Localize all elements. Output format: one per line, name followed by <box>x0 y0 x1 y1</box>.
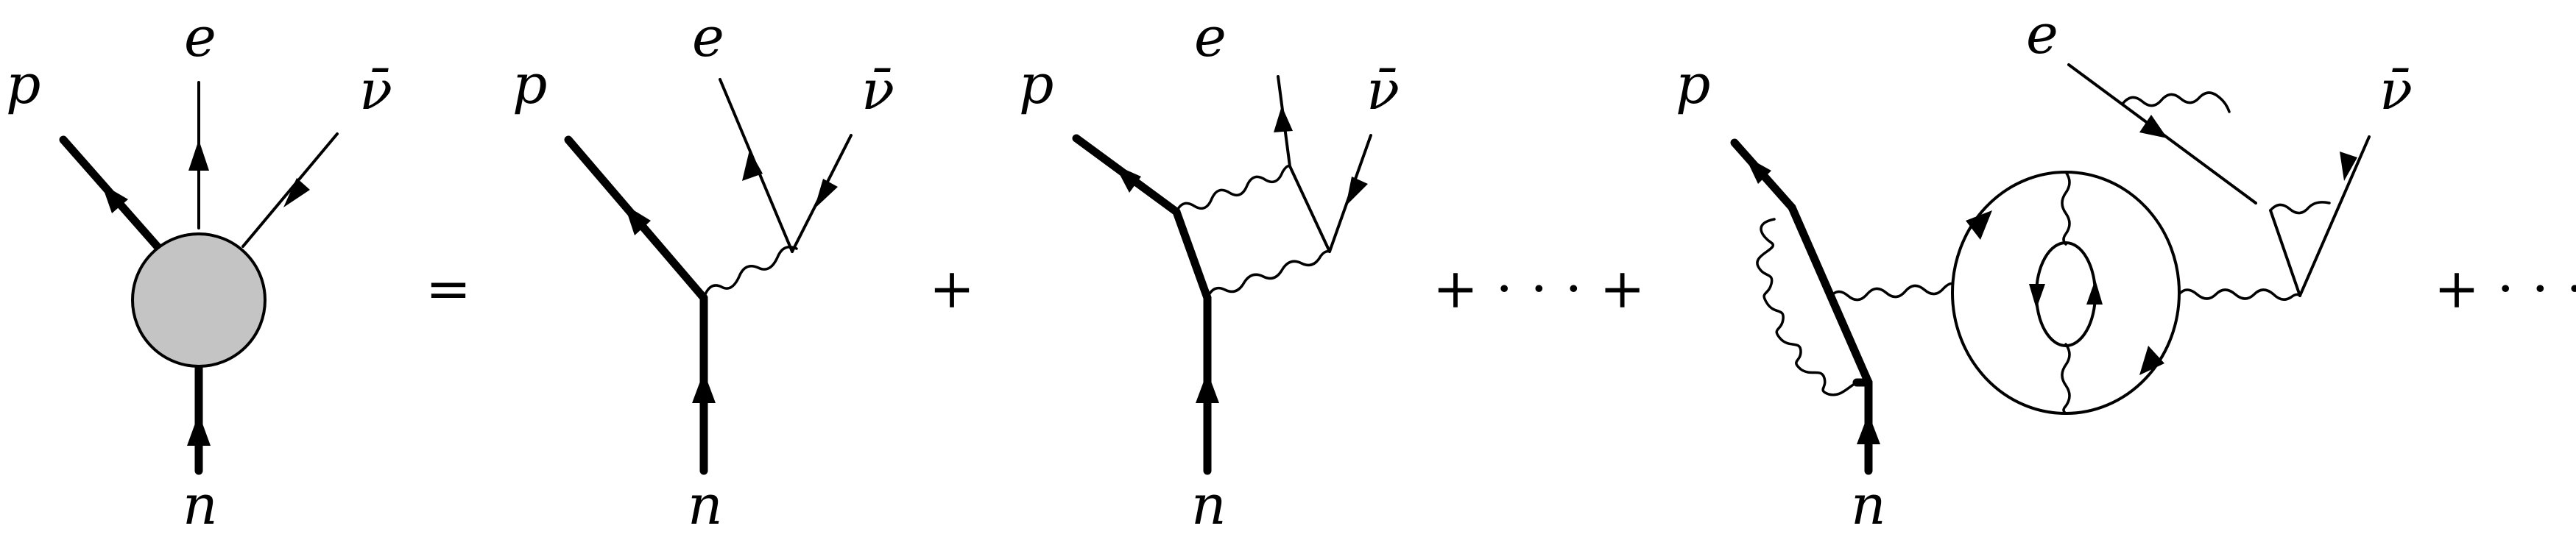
plus-sign-1: + <box>929 257 975 321</box>
blob-vertex-circle <box>131 232 267 368</box>
complex-neutron-arrow <box>1857 413 1880 444</box>
complex-electron-line <box>2269 209 2301 297</box>
box-neutron-arrow <box>1196 371 1219 403</box>
tree-electron-label: e <box>692 6 724 69</box>
complex-loop-arrow-top <box>1966 210 1992 240</box>
tree-electron-arrow <box>742 150 763 181</box>
tree-neutron-label: n <box>688 474 723 537</box>
blob-proton-arrow <box>102 184 128 213</box>
complex-inner-arrow-left <box>2029 284 2045 309</box>
complex-electron-arrow <box>2139 115 2167 138</box>
blob-antineutrino-label: ν̄ <box>359 59 392 122</box>
diagram-higher-order: p e ν̄ n <box>1676 3 2413 537</box>
tree-antineutrino-arrow <box>814 179 838 209</box>
complex-photon-loop-right <box>2269 201 2331 215</box>
complex-inner-arrow-right <box>2086 280 2103 305</box>
diagram-blob: p e ν̄ n <box>6 6 392 537</box>
complex-w-boson-left <box>1829 282 1954 302</box>
tree-w-boson <box>702 246 798 299</box>
complex-antineutrino-label: ν̄ <box>2379 59 2413 122</box>
complex-inner-loop <box>2035 241 2097 347</box>
complex-electron-label: e <box>2026 3 2058 66</box>
blob-electron-arrow <box>188 140 209 171</box>
blob-electron-label: e <box>184 6 216 69</box>
box-electron-arrow <box>1274 106 1293 132</box>
complex-antineutrino-line <box>2298 135 2371 297</box>
diagram-box-correction: p e ν̄ n <box>1019 6 1400 537</box>
complex-photon-loop-top <box>2122 91 2231 113</box>
box-proton-arrow <box>1115 165 1141 193</box>
complex-loop-ellipse <box>1951 171 2181 415</box>
box-proton-label: p <box>1019 53 1054 116</box>
complex-proton-label: p <box>1676 53 1710 116</box>
equals-sign: = <box>426 257 471 321</box>
diagram-tree-level: p e ν̄ n <box>512 6 894 537</box>
blob-proton-label: p <box>6 53 40 116</box>
complex-loop-arrow-bottom <box>2139 346 2164 375</box>
tree-antineutrino-label: ν̄ <box>861 59 894 122</box>
box-w-boson <box>1206 249 1331 299</box>
box-hadron-line <box>1172 207 1212 302</box>
blob-antineutrino-arrow <box>283 178 310 207</box>
complex-hadron-line <box>1788 203 1873 387</box>
complex-w-boson-right <box>2178 288 2301 301</box>
box-electron-internal <box>1288 165 1331 253</box>
tree-proton-label: p <box>512 53 547 116</box>
complex-gluon <box>1756 218 1858 396</box>
complex-loop-internal-top <box>2061 171 2071 246</box>
blob-antineutrino-line <box>241 132 339 248</box>
complex-antineutrino-arrow <box>2340 152 2357 181</box>
plus-dots-plus: + · · · + <box>1433 257 1645 321</box>
box-neutron-label: n <box>1191 474 1227 537</box>
tree-proton-arrow <box>624 204 651 235</box>
blob-neutron-arrow <box>187 413 211 446</box>
tree-neutron-arrow <box>692 371 716 403</box>
box-electron-label: e <box>1194 6 1227 69</box>
complex-neutron-label: n <box>1851 474 1886 537</box>
box-antineutrino-label: ν̄ <box>1366 59 1400 122</box>
blob-neutron-label: n <box>183 474 218 537</box>
plus-dots: + · · · <box>2434 257 2576 321</box>
box-photon <box>1175 164 1291 213</box>
complex-loop-internal-bottom <box>2061 343 2071 415</box>
box-antineutrino-arrow <box>1346 177 1368 206</box>
complex-proton-arrow <box>1745 156 1771 184</box>
